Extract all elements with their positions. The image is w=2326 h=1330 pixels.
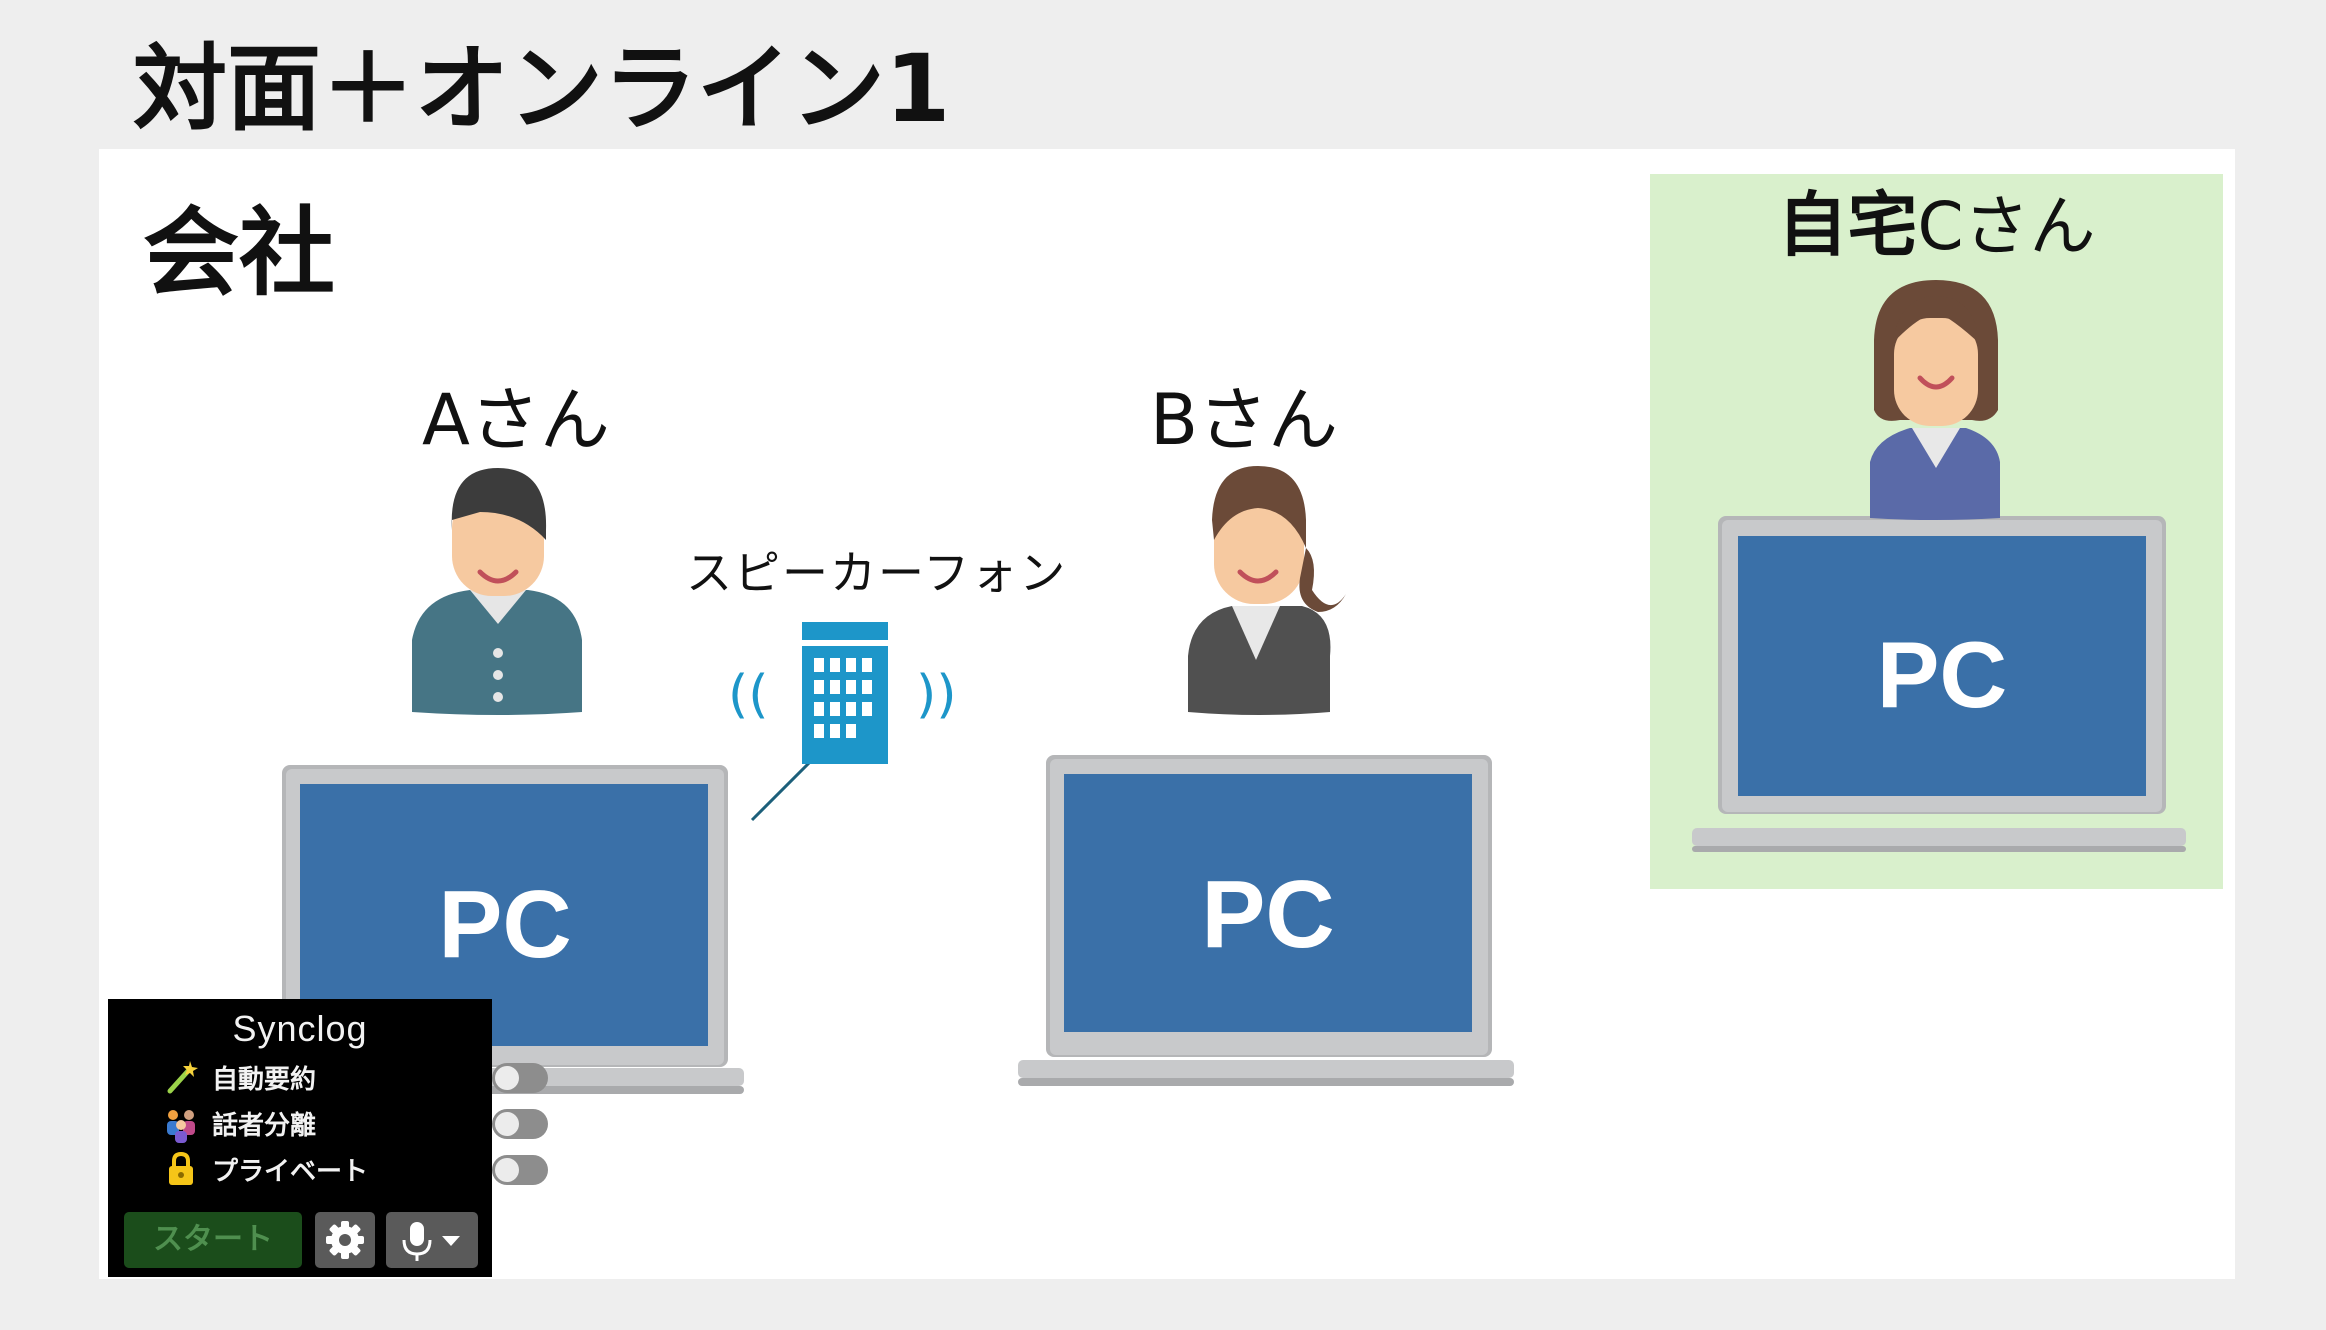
person-b-icon: [1188, 466, 1346, 715]
person-a-name: Aさん: [422, 379, 610, 461]
option-auto-summary: 自動要約: [164, 1059, 548, 1099]
synclog-title: Synclog: [232, 1008, 368, 1049]
chevron-down-icon: [442, 1236, 460, 1246]
speakerphone-icon: [750, 622, 888, 822]
person-b-name: Bさん: [1150, 379, 1339, 461]
page-title: 対面＋オンライン1: [133, 35, 951, 144]
pc-a-label: PC: [438, 871, 572, 978]
synclog-widget: Synclog 自動要約 話者分離 プライベート スタート: [108, 999, 548, 1277]
private-toggle[interactable]: [492, 1155, 548, 1185]
home-label-person: Cさん: [1917, 188, 2096, 265]
option-speaker-separation-label: 話者分離: [212, 1110, 317, 1140]
home-label: 自宅Cさん: [1650, 180, 2223, 272]
pc-c-label: PC: [1876, 622, 2008, 727]
sound-waves-right: )): [916, 665, 957, 725]
option-private: プライベート: [164, 1151, 548, 1191]
speakerphone-label: スピーカーフォン: [686, 546, 1068, 600]
home-label-place: 自宅: [1777, 184, 1918, 266]
lock-icon: [169, 1151, 193, 1185]
people-icon: [167, 1110, 195, 1143]
microphone-select-button[interactable]: [386, 1212, 478, 1268]
option-auto-summary-label: 自動要約: [212, 1064, 317, 1094]
laptop-b: [1018, 755, 1514, 1086]
laptop-a: [236, 765, 744, 1094]
person-a-icon: [412, 468, 582, 715]
gear-icon: [326, 1221, 364, 1259]
magic-wand-icon: [167, 1061, 198, 1094]
sound-waves-left: ((: [728, 665, 769, 725]
office-label: 会社: [143, 197, 335, 309]
pc-b-label: PC: [1201, 861, 1335, 968]
speaker-separation-toggle[interactable]: [492, 1109, 548, 1139]
microphone-icon: [402, 1222, 460, 1261]
settings-button[interactable]: [315, 1212, 375, 1268]
start-button[interactable]: スタート: [124, 1212, 302, 1268]
laptop-c: [1692, 516, 2186, 852]
option-private-label: プライベート: [212, 1156, 369, 1186]
option-speaker-separation: 話者分離: [164, 1105, 548, 1145]
auto-summary-toggle[interactable]: [492, 1063, 548, 1093]
person-c-icon: [1870, 280, 2000, 520]
